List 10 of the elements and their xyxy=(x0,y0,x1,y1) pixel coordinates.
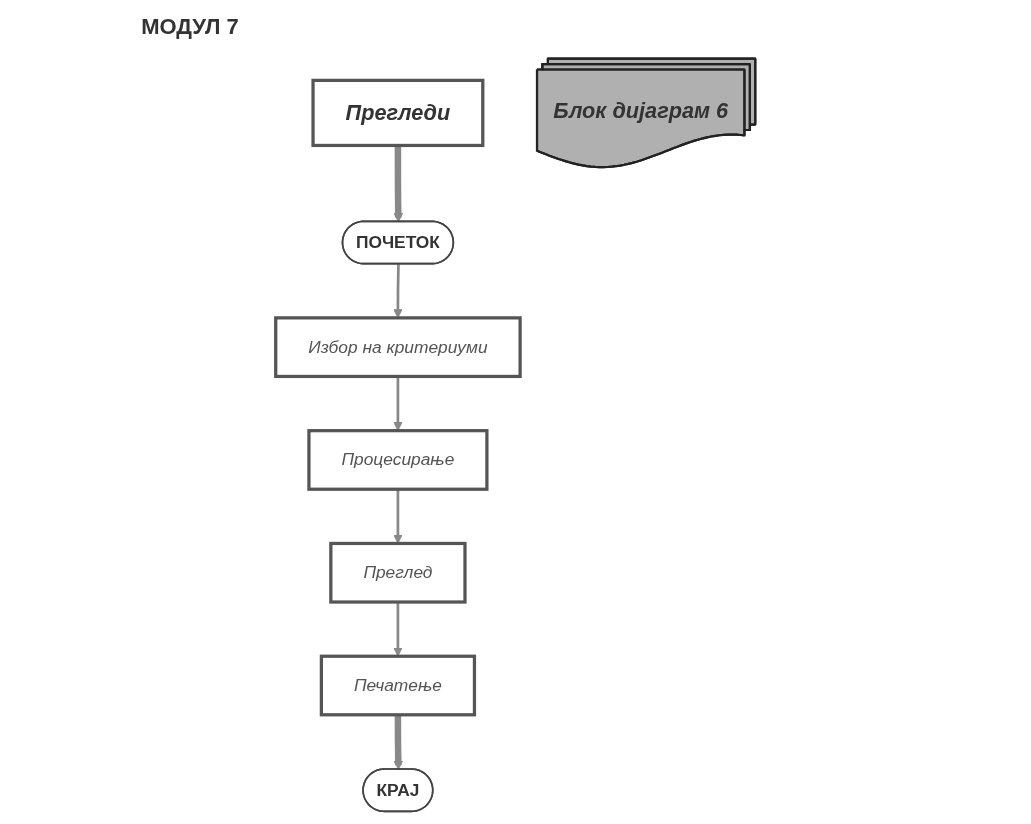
arrow xyxy=(393,714,404,770)
node-box: Преглед xyxy=(329,541,467,604)
arrow xyxy=(393,145,404,223)
node-box: Печатење xyxy=(319,654,477,717)
node-box: Прегледи xyxy=(311,78,485,148)
node-box: Избор на критериуми xyxy=(274,316,522,379)
node-box: Процесирање xyxy=(307,429,489,491)
arrow xyxy=(393,489,403,544)
arrow xyxy=(393,602,403,657)
diagram-title: МОДУЛ 7 xyxy=(140,14,240,40)
